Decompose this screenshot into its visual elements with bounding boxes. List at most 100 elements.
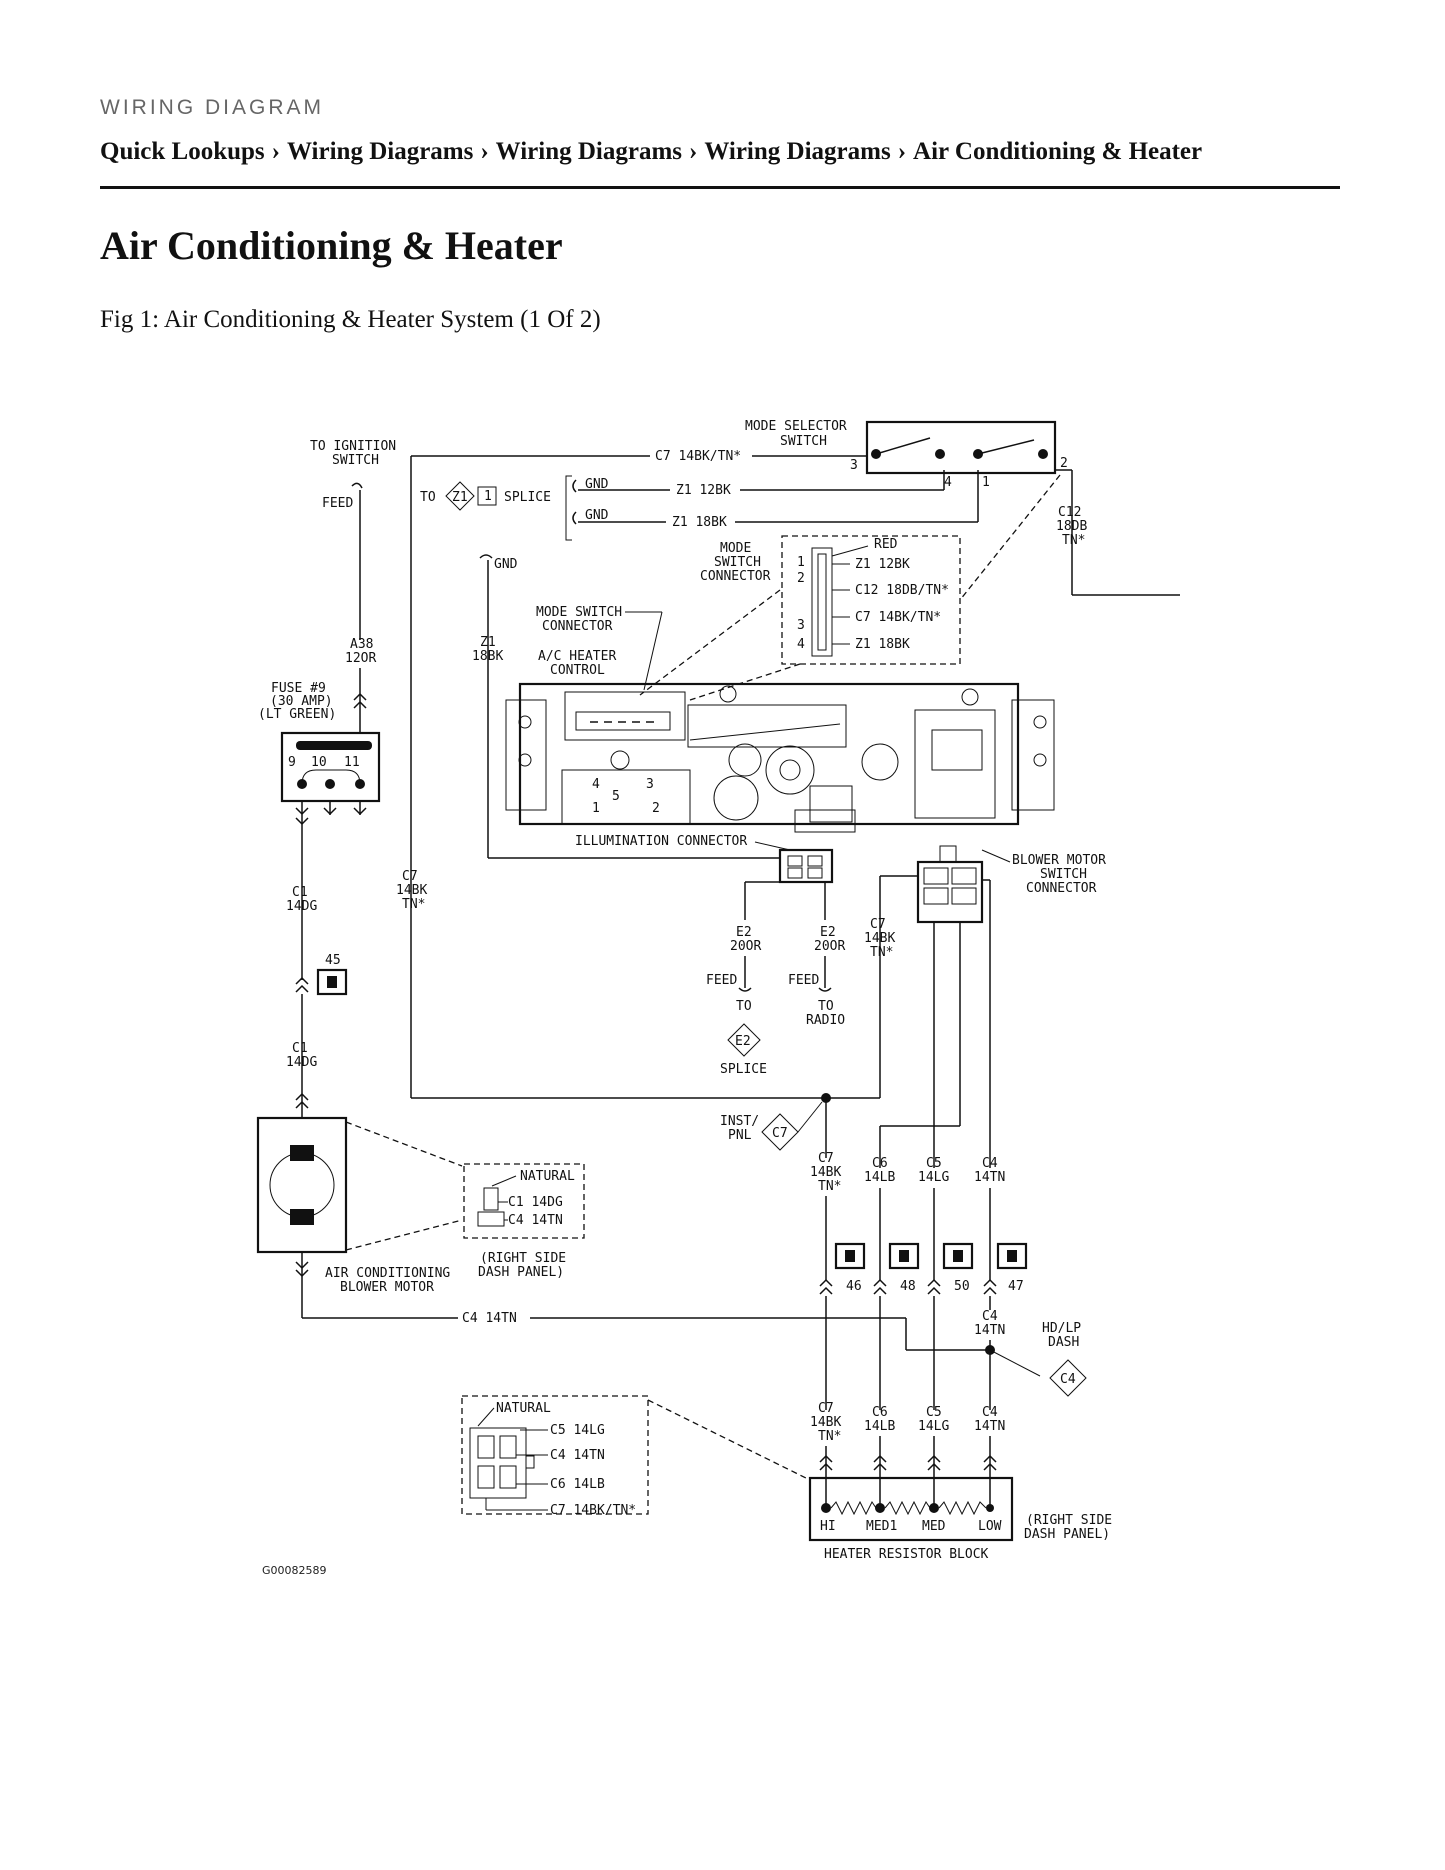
svg-text:FUSE #9: FUSE #9: [271, 681, 326, 696]
svg-text:14LG: 14LG: [918, 1170, 949, 1185]
svg-text:TN*: TN*: [402, 897, 425, 912]
breadcrumb-quick-lookups[interactable]: Quick Lookups: [100, 138, 265, 165]
svg-text:4: 4: [797, 637, 805, 652]
breadcrumb: Quick Lookups›Wiring Diagrams›Wiring Dia…: [100, 138, 1340, 166]
svg-text:C4: C4: [1060, 1372, 1076, 1387]
svg-text:14TN: 14TN: [974, 1170, 1005, 1185]
blower-motor-switch-connector: BLOWER MOTOR SWITCH CONNECTOR: [879, 845, 1106, 1168]
svg-text:3: 3: [850, 458, 858, 473]
c7-left-wire: C7 14BK TN*: [396, 869, 881, 1099]
svg-text:C4 14TN: C4 14TN: [508, 1213, 563, 1228]
svg-text:46: 46: [846, 1279, 862, 1294]
svg-text:MED1: MED1: [866, 1519, 897, 1534]
svg-text:C1: C1: [292, 1041, 308, 1056]
svg-text:C6: C6: [872, 1156, 888, 1171]
figure-id: G00082589: [262, 1564, 327, 1577]
svg-text:C7 14BK/TN*: C7 14BK/TN*: [855, 610, 941, 625]
svg-text:INST/: INST/: [720, 1114, 759, 1129]
svg-text:TO: TO: [818, 999, 834, 1014]
svg-text:SWITCH: SWITCH: [332, 453, 379, 468]
breadcrumb-wiring-diagrams-2[interactable]: Wiring Diagrams: [495, 138, 683, 165]
c4-long-wire: C4 14TN C4 14TN C4 HD/LP DASH: [302, 1296, 1087, 1410]
svg-text:RED: RED: [874, 537, 898, 552]
svg-text:14BK: 14BK: [396, 883, 427, 898]
svg-text:TN*: TN*: [870, 945, 893, 960]
svg-text:CONTROL: CONTROL: [550, 663, 605, 678]
fuse-9: A38 12OR FUSE #9 (30 AMP) (LT GREEN) 9 1…: [258, 490, 381, 816]
ac-heater-control-panel: 4 3 5 1 2: [505, 682, 1055, 833]
svg-text:(RIGHT SIDE: (RIGHT SIDE: [1026, 1513, 1112, 1528]
svg-text:LOW: LOW: [978, 1519, 1002, 1534]
svg-text:C1: C1: [292, 885, 308, 900]
ac-blower-motor: AIR CONDITIONING BLOWER MOTOR: [256, 1116, 463, 1318]
svg-text:C5: C5: [926, 1405, 942, 1420]
svg-text:2: 2: [652, 801, 660, 816]
top-wires: C7 14BK/TN* Z1 12BK Z1 18BK: [410, 449, 979, 1098]
svg-text:12OR: 12OR: [345, 651, 376, 666]
svg-text:TN*: TN*: [1062, 533, 1085, 548]
svg-text:Z1 12BK: Z1 12BK: [676, 483, 731, 498]
svg-text:C4: C4: [982, 1405, 998, 1420]
svg-text:14DG: 14DG: [286, 899, 317, 914]
svg-text:4: 4: [944, 475, 952, 490]
heater-resistor-block: HI MED1 MED LOW HEATER RESISTOR BLOCK (R…: [808, 1476, 1112, 1562]
svg-text:C5 14LG: C5 14LG: [550, 1423, 605, 1438]
svg-text:47: 47: [1008, 1279, 1024, 1294]
breadcrumb-separator: ›: [271, 138, 280, 165]
svg-text:11: 11: [344, 755, 360, 770]
mode-selector-switch: MODE SELECTOR SWITCH 3 4 1 2: [745, 419, 1068, 490]
svg-text:1: 1: [592, 801, 600, 816]
svg-text:DASH: DASH: [1048, 1335, 1079, 1350]
svg-text:TO IGNITION: TO IGNITION: [310, 439, 396, 454]
control-labels: MODE SWITCH CONNECTOR A/C HEATER CONTROL: [536, 605, 663, 691]
svg-text:SWITCH: SWITCH: [1040, 867, 1087, 882]
c7-mid-wire: C7 14BK TN*: [864, 917, 895, 960]
header-divider: [100, 186, 1340, 189]
svg-text:18DB: 18DB: [1056, 519, 1087, 534]
svg-text:C5: C5: [926, 1156, 942, 1171]
svg-text:Z1: Z1: [480, 635, 496, 650]
svg-text:20OR: 20OR: [730, 939, 761, 954]
svg-text:Z1 18BK: Z1 18BK: [672, 515, 727, 530]
svg-text:3: 3: [797, 618, 805, 633]
svg-text:SWITCH: SWITCH: [780, 434, 827, 449]
svg-text:RADIO: RADIO: [806, 1013, 845, 1028]
svg-text:48: 48: [900, 1279, 916, 1294]
inst-pnl-splice: INST/ PNL C7: [720, 1093, 831, 1158]
svg-text:2: 2: [1060, 456, 1068, 471]
svg-text:Z1 12BK: Z1 12BK: [855, 557, 910, 572]
breadcrumb-wiring-diagrams-3[interactable]: Wiring Diagrams: [704, 138, 891, 165]
svg-text:3: 3: [646, 777, 654, 792]
figure-caption: Fig 1: Air Conditioning & Heater System …: [100, 306, 601, 333]
svg-text:MODE SWITCH: MODE SWITCH: [536, 605, 622, 620]
svg-text:C7: C7: [818, 1151, 834, 1166]
svg-text:45: 45: [325, 953, 341, 968]
svg-text:(LT GREEN): (LT GREEN): [258, 707, 336, 722]
svg-text:E2: E2: [820, 925, 836, 940]
svg-text:CONNECTOR: CONNECTOR: [542, 619, 613, 634]
svg-text:TO: TO: [736, 999, 752, 1014]
natural-connector-2: NATURAL C5 14LG C4 14TN C6 14LB C7 14BK/…: [461, 1395, 811, 1518]
breadcrumb-separator: ›: [689, 138, 698, 165]
svg-text:C7: C7: [402, 869, 418, 884]
svg-text:SWITCH: SWITCH: [714, 555, 761, 570]
svg-text:(RIGHT SIDE: (RIGHT SIDE: [480, 1251, 566, 1266]
svg-text:14TN: 14TN: [974, 1419, 1005, 1434]
svg-text:A/C HEATER: A/C HEATER: [538, 649, 616, 664]
connector-row: 46 48 50 47: [819, 1242, 1028, 1295]
svg-text:4: 4: [592, 777, 600, 792]
svg-text:C4: C4: [982, 1156, 998, 1171]
svg-text:DASH PANEL): DASH PANEL): [1024, 1527, 1110, 1542]
breadcrumb-wiring-diagrams-1[interactable]: Wiring Diagrams: [287, 138, 474, 165]
svg-text:C4 14TN: C4 14TN: [462, 1311, 517, 1326]
svg-text:5: 5: [612, 789, 620, 804]
to-ignition-switch: TO IGNITION SWITCH FEED: [310, 439, 396, 511]
svg-text:CONNECTOR: CONNECTOR: [1026, 881, 1097, 896]
svg-text:C4 14TN: C4 14TN: [550, 1448, 605, 1463]
svg-text:MED: MED: [922, 1519, 946, 1534]
svg-text:GND: GND: [494, 557, 518, 572]
svg-text:NATURAL: NATURAL: [520, 1169, 575, 1184]
svg-text:HEATER RESISTOR BLOCK: HEATER RESISTOR BLOCK: [824, 1547, 989, 1562]
svg-text:C7: C7: [772, 1126, 788, 1141]
svg-text:14LG: 14LG: [918, 1419, 949, 1434]
